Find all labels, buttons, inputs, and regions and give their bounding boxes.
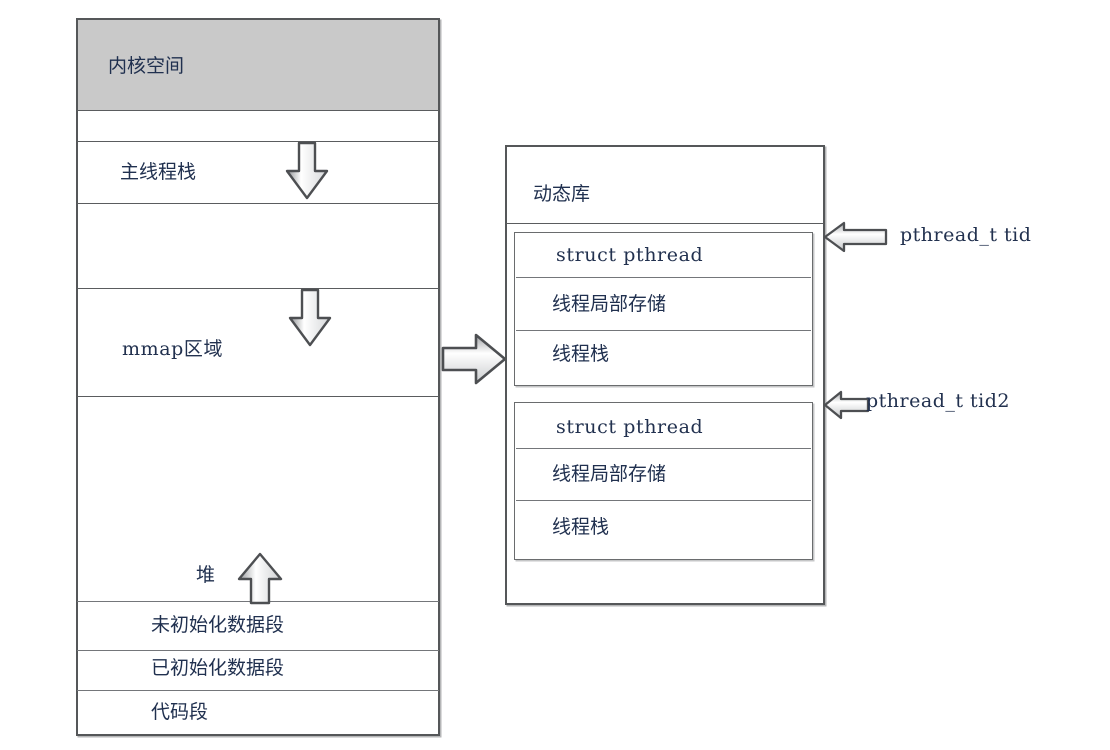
annotation-tid2-label: pthread_t tid2 — [866, 390, 1010, 412]
process-address-space-box — [76, 18, 440, 736]
kernel-space-band — [78, 20, 438, 110]
divider-mmap-bottom — [77, 396, 439, 397]
region-label-bss: 未初始化数据段 — [151, 614, 285, 636]
divider-mainstack-bottom — [77, 203, 439, 204]
region-label-mmap: mmap区域 — [122, 338, 224, 360]
thread-1-divider-1 — [516, 277, 811, 278]
thread-1-row-stack: 线程栈 — [552, 343, 610, 365]
thread-2-divider-1 — [516, 448, 811, 449]
arrow-tid1-left-icon — [822, 218, 890, 256]
arrow-tid2-left-icon — [822, 388, 872, 422]
divider-data-bottom — [77, 690, 439, 691]
divider-library-header — [506, 223, 824, 224]
arrow-heap-growth-up-icon — [234, 551, 286, 607]
thread-2-row-stack: 线程栈 — [552, 516, 610, 538]
divider-bss-bottom — [77, 650, 439, 651]
thread-1-divider-2 — [516, 330, 811, 331]
thread-2-divider-2 — [516, 500, 811, 501]
annotation-tid1-label: pthread_t tid — [900, 224, 1032, 246]
region-label-heap: 堆 — [196, 564, 216, 586]
divider-gap1-bottom — [77, 141, 439, 142]
thread-block-1 — [514, 232, 813, 386]
region-label-main-stack: 主线程栈 — [120, 161, 197, 183]
arrow-mmap-to-library-right-icon — [440, 328, 510, 390]
thread-2-row-tls: 线程局部存储 — [552, 463, 667, 485]
arrow-main-stack-growth-down-icon — [282, 141, 332, 203]
library-label: 动态库 — [533, 183, 591, 205]
thread-1-row-struct-pthread: struct pthread — [556, 244, 704, 266]
divider-kernel-bottom — [77, 110, 439, 111]
region-label-text: 代码段 — [151, 701, 209, 723]
divider-gap2-bottom — [77, 288, 439, 289]
thread-block-2 — [514, 402, 813, 560]
thread-1-row-tls: 线程局部存储 — [552, 293, 667, 315]
arrow-mmap-growth-down-icon — [285, 288, 335, 350]
region-label-data: 已初始化数据段 — [151, 657, 285, 679]
region-label-kernel: 内核空间 — [108, 55, 185, 77]
thread-2-row-struct-pthread: struct pthread — [556, 416, 704, 438]
